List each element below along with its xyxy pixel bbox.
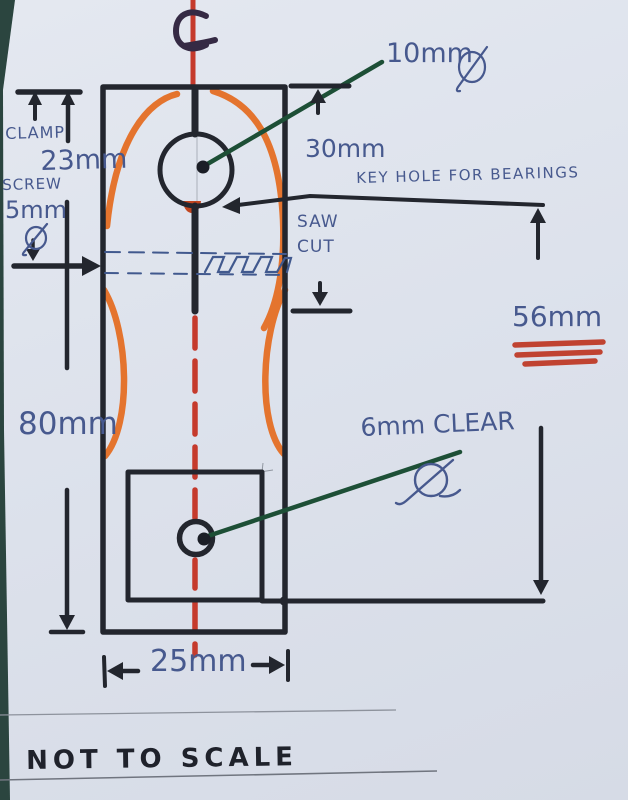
bearing-hole-circle (157, 131, 235, 209)
left-arrowhead-keyhole (222, 197, 240, 214)
dimension-lines (11, 83, 549, 688)
dia-10mm-slash (455, 45, 489, 93)
dim-10mm-label: 10mm (386, 38, 473, 69)
up-arrowhead-30mm (310, 89, 326, 103)
dome-arc-left (103, 90, 181, 230)
dim-80mm-label: 80mm (18, 406, 118, 442)
leader-6mm-dot (197, 532, 211, 546)
down-arrowhead-56mm (533, 580, 549, 595)
up-arrowhead-1 (28, 91, 42, 105)
diameter-symbols (21, 45, 489, 506)
right-arrowhead-25mm (269, 656, 285, 674)
centre-line-l-stroke (181, 37, 218, 49)
dim-5mm-label: 5mm (5, 196, 68, 224)
down-arrowhead-30mm (312, 292, 328, 306)
ink-blob (279, 596, 289, 606)
green-leaders (196, 59, 463, 546)
diameter-symbol-5mm-icon (21, 222, 49, 257)
up-arrowhead-56mm (530, 208, 546, 223)
underline-1 (512, 339, 606, 348)
saw-cut-dashed-top (104, 251, 287, 255)
right-arrowhead-5mm (82, 256, 101, 276)
saw-cut-hatching (203, 255, 293, 274)
underline-2 (514, 349, 603, 358)
saw-cut-dashed-bottom (104, 272, 289, 276)
centre-line-c-stroke (172, 9, 209, 52)
pencil-guides (0, 133, 438, 781)
saw-cut-line1: SAW (297, 212, 339, 232)
dia-6mm-hook (438, 488, 462, 498)
leader-6mm-line (205, 449, 463, 539)
not-to-scale-note: NOT TO SCALE (25, 742, 299, 776)
dia-5mm-circle (24, 225, 48, 251)
down-arrowhead-5mm (26, 249, 40, 261)
ruled-line-footer (0, 770, 438, 781)
waist-arc-left (100, 286, 128, 460)
clamp-block-outline (125, 469, 265, 603)
dia-10mm-circle (457, 50, 487, 84)
clamp-hole-circle (176, 518, 216, 558)
keyhole-leader-line (236, 193, 545, 207)
dim-25mm-label: 25mm (150, 644, 247, 679)
dim-56mm-label: 56mm (512, 300, 603, 333)
saw-cut-band (104, 251, 293, 276)
dia-6mm-slash (394, 458, 455, 506)
clamp-label: CLAMP (4, 122, 66, 143)
centre-line-symbol-icon (172, 9, 218, 52)
waist-arc-right (262, 286, 289, 458)
diameter-symbol-10mm-icon (455, 45, 489, 93)
dim-25mm-tick-left (102, 655, 107, 688)
dia-5mm-slash (21, 222, 49, 257)
up-arrowhead-2 (61, 91, 75, 105)
dim-30mm-label: 30mm (305, 134, 386, 163)
screw-label: SCREW (1, 174, 63, 194)
red-underlines-56mm (512, 339, 606, 367)
underline-3 (522, 358, 598, 367)
left-arrowhead-25mm (107, 662, 123, 680)
diameter-symbol-6mm-icon (394, 458, 462, 506)
leader-10mm-line (201, 59, 385, 169)
ruled-line-upper (0, 709, 397, 716)
saw-cut-label: SAW CUT (297, 210, 339, 259)
main-plate (100, 84, 288, 635)
saw-cut-line2: CUT (297, 236, 335, 257)
dia-6mm-circle (413, 462, 449, 498)
down-arrowhead-80mm (59, 615, 75, 630)
leader-10mm-dot (196, 160, 210, 174)
dim-23mm-label: 23mm (39, 143, 128, 177)
